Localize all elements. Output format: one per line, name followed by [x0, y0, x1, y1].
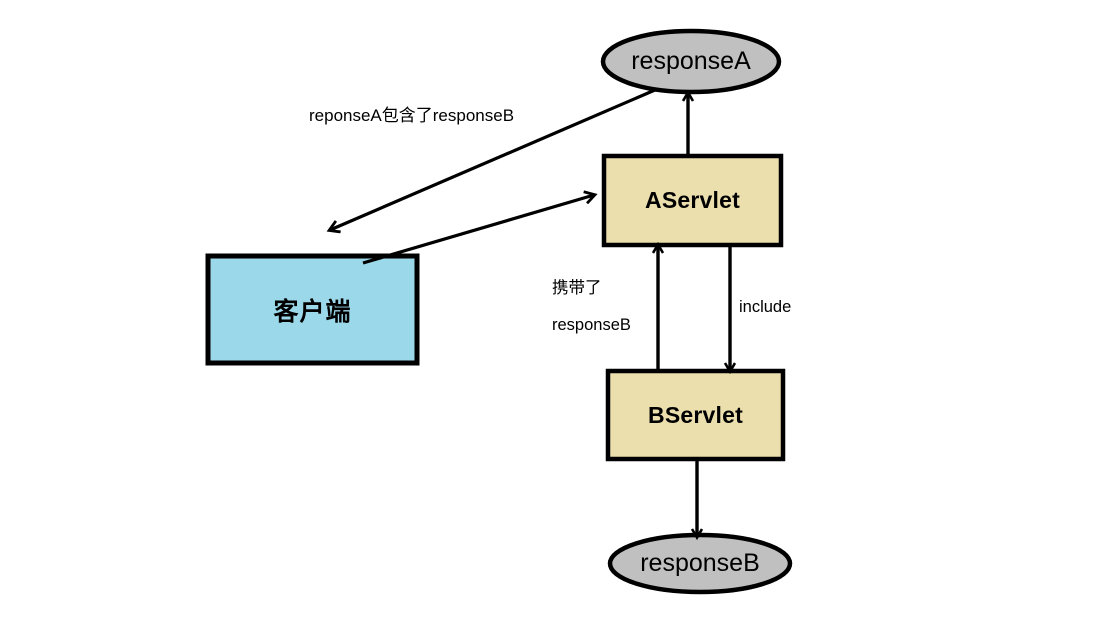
edge-label-carry-line1: 携带了 — [552, 279, 602, 297]
edge-label-contains: reponseA包含了responseB — [309, 106, 515, 125]
edge-label-include: include — [739, 298, 792, 316]
node-client — [205, 253, 420, 366]
edge-client-to-aservlet — [362, 195, 594, 265]
node-responseA — [600, 28, 782, 95]
edge-responsea-to-client — [330, 88, 656, 230]
node-bservlet — [605, 368, 786, 462]
edge-label-carry-line2: responseB — [552, 316, 631, 334]
node-responseB — [607, 532, 793, 595]
node-aservlet — [601, 153, 784, 248]
